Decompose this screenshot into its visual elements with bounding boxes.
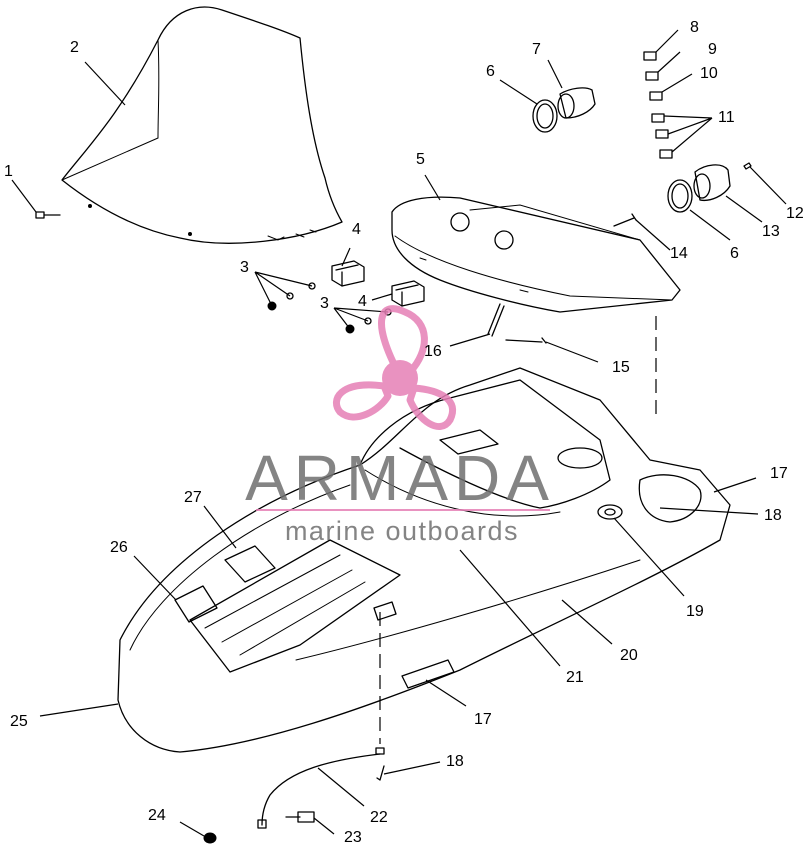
callout-22: 22 <box>370 809 388 826</box>
callout-9: 9 <box>708 41 717 58</box>
armada-watermark: ARMADA marine outboards <box>245 305 555 546</box>
hull-body <box>117 367 731 753</box>
callout-23: 23 <box>344 829 362 846</box>
callout-17a: 17 <box>770 465 788 482</box>
assembly-centerlines <box>379 316 657 744</box>
propeller-logo <box>333 305 456 430</box>
callout-1: 1 <box>4 163 13 180</box>
callout-17b: 17 <box>474 711 492 728</box>
watermark-tagline: marine outboards <box>285 516 519 546</box>
callout-18b: 18 <box>446 753 464 770</box>
callout-18a: 18 <box>764 507 782 524</box>
callout-27: 27 <box>184 489 202 506</box>
callout-12: 12 <box>786 205 804 222</box>
callout-10: 10 <box>700 65 718 82</box>
callout-11: 11 <box>718 109 735 126</box>
screw-part-1 <box>35 211 61 219</box>
callout-24: 24 <box>148 807 166 824</box>
callout-19: 19 <box>686 603 704 620</box>
dashboard-part-5 <box>391 196 681 313</box>
callout-3a: 3 <box>240 259 249 276</box>
callout-5: 5 <box>416 151 425 168</box>
callout-14: 14 <box>670 245 688 262</box>
callout-2: 2 <box>70 39 79 56</box>
leader-lines <box>11 29 787 837</box>
windshield-part-2 <box>61 6 343 244</box>
callout-21: 21 <box>566 669 584 686</box>
callout-25: 25 <box>10 713 28 730</box>
callout-15: 15 <box>612 359 630 376</box>
callout-3b: 3 <box>320 295 329 312</box>
callout-4a: 4 <box>352 221 361 238</box>
callout-13: 13 <box>762 223 780 240</box>
drain-plug-assembly <box>203 747 385 844</box>
switches-part-8-11 <box>643 51 673 159</box>
callout-20: 20 <box>620 647 638 664</box>
callout-6b: 6 <box>730 245 739 262</box>
callout-4b: 4 <box>358 293 367 310</box>
callout-7: 7 <box>532 41 541 58</box>
callout-16: 16 <box>424 343 442 360</box>
gauge-assembly-right <box>667 162 752 213</box>
callout-8: 8 <box>690 19 699 36</box>
small-fasteners <box>487 213 637 344</box>
bracket-hardware <box>267 260 425 334</box>
callout-26: 26 <box>110 539 128 556</box>
watermark-brand: ARMADA <box>245 442 555 514</box>
gauge-assembly-left <box>532 87 596 133</box>
callout-6a: 6 <box>486 63 495 80</box>
callout-labels: 1 2 3 3 4 4 5 6 6 7 8 9 10 11 12 13 14 1… <box>4 19 804 846</box>
